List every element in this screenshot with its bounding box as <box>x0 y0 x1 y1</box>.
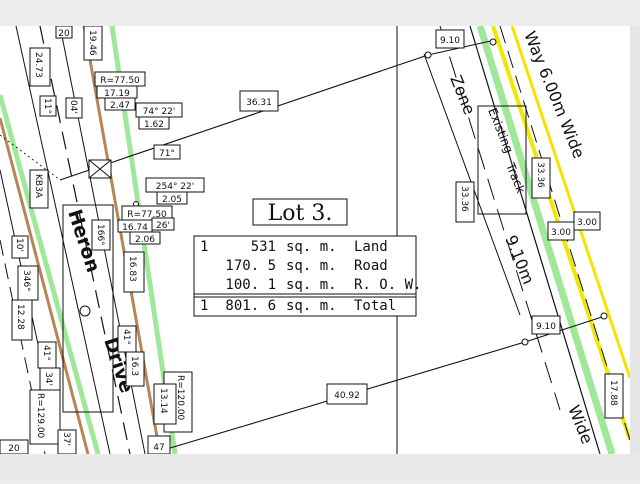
survey-mark-top <box>424 51 432 59</box>
dim-label: 1.62 <box>144 120 164 130</box>
svg-text:R. O. W.: R. O. W. <box>354 277 421 293</box>
highlight-green-left-a <box>0 94 101 455</box>
dimension-labels: 36.31 40.92 9.10 9.10 33.36 33.36 3.00 3… <box>0 25 624 455</box>
survey-mark-bottom <box>521 338 529 346</box>
dim-label: 41° <box>121 329 131 345</box>
lot-title-box <box>252 198 348 226</box>
dim-label: 47 <box>153 443 164 453</box>
dim-label: 17.88 <box>608 380 618 406</box>
dim-label: 13.14 <box>158 388 168 414</box>
track-line-b <box>469 25 601 455</box>
dim-label: 16.74 <box>122 223 148 233</box>
svg-text:Road: Road <box>354 258 388 274</box>
road-box <box>62 204 114 413</box>
svg-text:Land: Land <box>354 239 388 255</box>
svg-text:sq. m.: sq. m. <box>286 239 337 255</box>
dim-label: 3.00 <box>577 218 597 228</box>
track-line-a <box>439 25 561 411</box>
dim-label: R=77.50 <box>127 210 167 220</box>
dim-label: 33.36 <box>459 186 469 212</box>
dim-label: 34' <box>43 372 53 386</box>
dim-label: 26' <box>156 221 170 231</box>
lot-boundary-top <box>59 54 429 181</box>
dim-label: 166° <box>95 224 105 246</box>
lot-boundary-bottom-ext <box>524 315 606 343</box>
dim-label: 3.00 <box>551 228 571 238</box>
svg-text:170. 5: 170. 5 <box>225 258 276 274</box>
svg-text:sq. m.: sq. m. <box>286 277 337 293</box>
dim-label: 36.31 <box>246 98 272 108</box>
boundary-yellow-right-b <box>510 25 632 379</box>
dim-label: 19.46 <box>87 30 97 56</box>
dim-label: 16.3 <box>129 356 139 376</box>
dim-label: KB3A <box>33 174 43 199</box>
survey-mark-top-right <box>489 38 497 46</box>
svg-text:531: 531 <box>251 239 276 255</box>
lot-title: Lot 3. <box>268 201 333 226</box>
track-box <box>477 105 527 215</box>
dim-label: 41° <box>41 345 51 361</box>
dim-label: 9.10 <box>440 36 460 46</box>
area-row: 170. 5 sq. m. Road <box>225 258 387 274</box>
area-row-total: 1 801. 6 sq. m. Total <box>200 298 396 314</box>
dim-label: 254° 22' <box>156 182 194 192</box>
dim-label: 20 <box>8 444 20 454</box>
dim-label: 11° <box>42 98 52 114</box>
dim-label: R=129.00 <box>35 393 45 439</box>
viewer-bottom-bar <box>0 454 640 480</box>
svg-text:sq. m.: sq. m. <box>286 298 337 314</box>
boundary-brown-left-a <box>0 117 90 455</box>
dim-label: 20 <box>58 29 70 39</box>
highlight-green-right <box>476 24 616 456</box>
viewer-right-edge <box>630 26 640 454</box>
dim-label: 17.19 <box>104 89 130 99</box>
svg-text:1: 1 <box>200 239 208 255</box>
dim-label: 16.83 <box>127 256 137 282</box>
area-row: 100. 1 sq. m. R. O. W. <box>225 277 421 293</box>
dim-label: R=120.00 <box>175 375 185 421</box>
dim-label: 2.05 <box>162 195 182 205</box>
svg-text:801. 6: 801. 6 <box>225 298 276 314</box>
dim-label: 74° 22' <box>143 107 176 117</box>
dim-label: 24.73 <box>33 52 43 78</box>
viewer-top-bar <box>0 0 640 26</box>
dim-label: 40.92 <box>334 391 360 401</box>
dim-label: 37' <box>61 432 71 446</box>
road-marker-circle <box>79 305 91 317</box>
dim-label: 04' <box>68 100 78 114</box>
culvert-symbol <box>88 159 112 179</box>
svg-text:1: 1 <box>200 298 208 314</box>
dim-label: 9.10 <box>536 322 556 332</box>
survey-mark-bottom-right <box>600 312 608 320</box>
dim-label: R=77.50 <box>100 76 140 86</box>
svg-text:100. 1: 100. 1 <box>225 277 276 293</box>
dim-label: 71° <box>159 149 175 159</box>
area-row: 1 531 sq. m. Land <box>200 239 388 255</box>
dim-label: 12.28 <box>15 304 25 330</box>
road-dash-1 <box>39 25 131 455</box>
svg-text:sq. m.: sq. m. <box>286 258 337 274</box>
dim-label: 2.47 <box>110 101 130 111</box>
dim-label: 346° <box>21 270 31 292</box>
dim-label: 33.36 <box>535 162 545 188</box>
area-table: 1 531 sq. m. Land 170. 5 sq. m. Road 100… <box>193 235 421 317</box>
svg-text:Total: Total <box>354 298 396 314</box>
dim-label: 10' <box>14 238 24 252</box>
dim-label: 2.06 <box>135 235 155 245</box>
